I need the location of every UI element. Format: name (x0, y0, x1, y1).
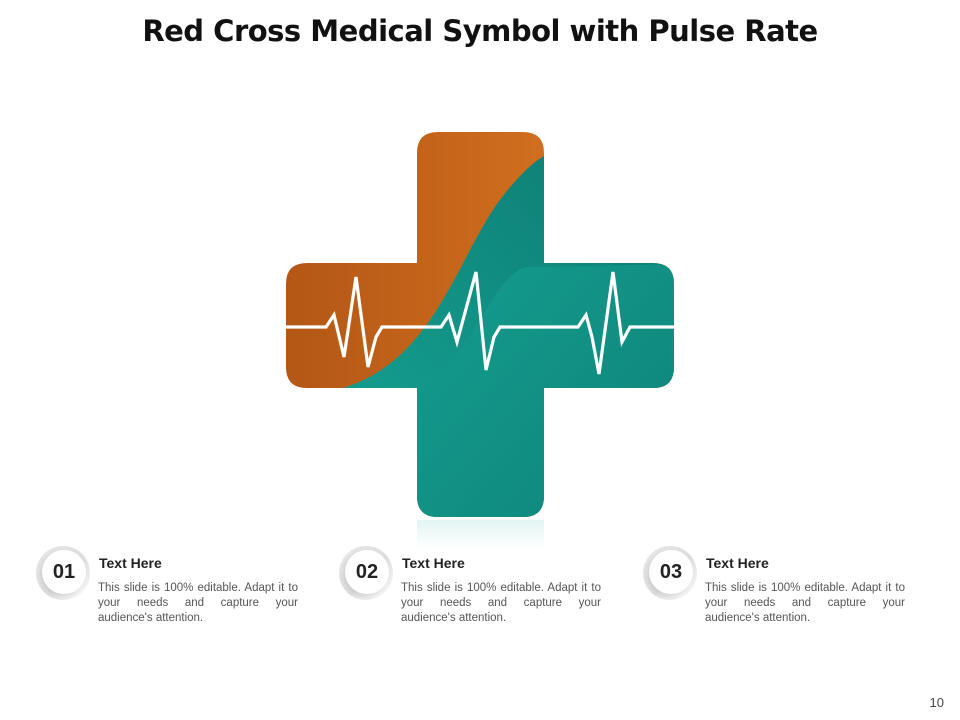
medical-cross-icon (286, 132, 674, 550)
page-number: 10 (929, 695, 944, 710)
step-item-3: 03 Text Here This slide is 100% editable… (643, 546, 913, 636)
pulse-line (286, 271, 674, 375)
step-description: This slide is 100% editable. Adapt it to… (705, 582, 905, 624)
step-heading: Text Here (402, 555, 465, 571)
step-item-1: 01 Text Here This slide is 100% editable… (36, 546, 306, 636)
step-badge: 02 (339, 546, 393, 600)
step-heading: Text Here (99, 555, 162, 571)
step-number: 01 (42, 550, 86, 594)
cross-reflection (417, 520, 544, 550)
step-heading: Text Here (706, 555, 769, 571)
medical-cross-graphic (286, 132, 674, 552)
step-number: 02 (345, 550, 389, 594)
slide-title: Red Cross Medical Symbol with Pulse Rate (142, 14, 818, 48)
step-description: This slide is 100% editable. Adapt it to… (98, 582, 298, 624)
step-description: This slide is 100% editable. Adapt it to… (401, 582, 601, 624)
step-badge: 01 (36, 546, 90, 600)
step-number: 03 (649, 550, 693, 594)
step-badge: 03 (643, 546, 697, 600)
step-item-2: 02 Text Here This slide is 100% editable… (339, 546, 609, 636)
